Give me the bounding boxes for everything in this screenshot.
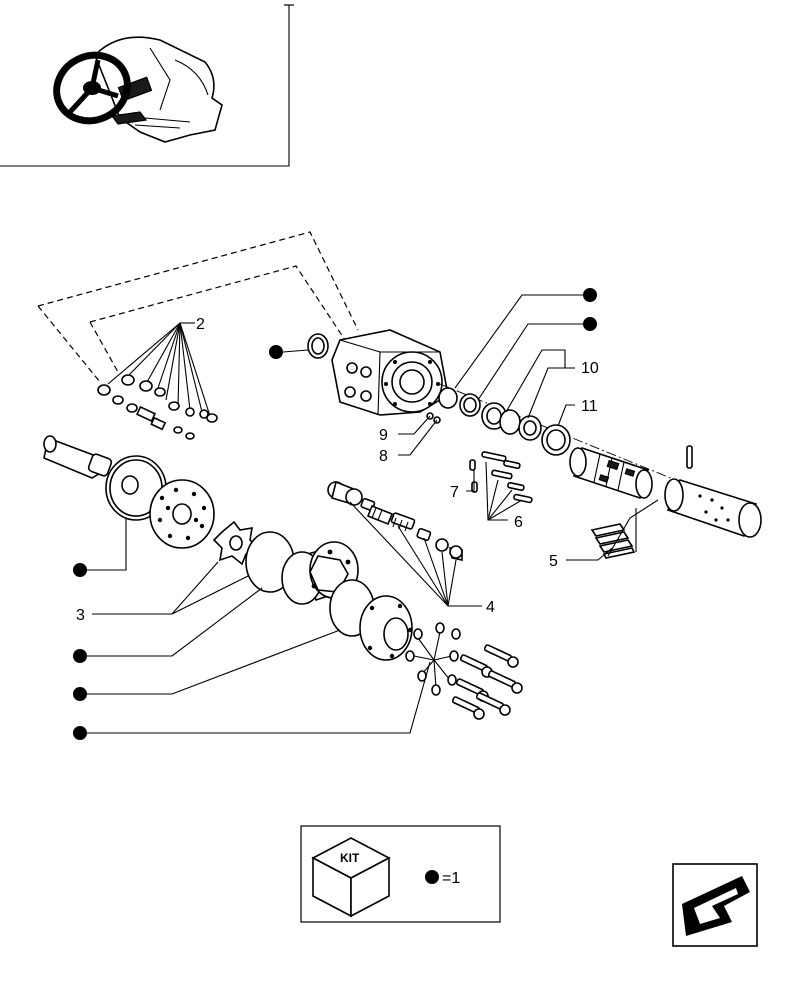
label-item-7: 7 [450,484,459,501]
dashed-leader-inner [89,265,346,341]
input-shaft[interactable] [43,435,113,479]
bullet-dot-icon [73,649,87,663]
label-item-10: 10 [581,360,599,377]
kit-legend-text: =1 [442,870,460,887]
right-seal-rings[interactable] [438,387,571,456]
label-item-6: 6 [514,514,523,531]
item-2-hardware-set[interactable] [97,322,218,440]
kit-label: KIT [340,851,360,865]
housing-seal-ring[interactable] [307,333,329,359]
item-5-leaf-springs[interactable] [590,523,636,559]
distributor-plate[interactable] [149,479,215,549]
previous-page-arrow-icon[interactable] [672,863,758,947]
bullet-dot-icon [73,563,87,577]
washer-set[interactable] [405,622,461,696]
dashed-leader-outer [37,231,359,331]
label-item-3: 3 [76,607,85,624]
spool-sleeve[interactable] [569,446,653,500]
label-item-9: 9 [379,427,388,444]
label-item-11: 11 [581,398,598,415]
bullet-dot-icon [73,687,87,701]
bullet-dot-icon [269,345,283,359]
bullet-dot-icon [425,870,439,884]
steering-wheel-icon [53,36,223,143]
bullet-dot-icon [583,288,597,302]
thumbnail-frame [0,5,290,167]
kit-legend-box: KIT =1 [300,825,501,923]
end-cover[interactable] [359,595,413,661]
location-thumbnail[interactable] [0,4,294,167]
bullet-dot-icon [583,317,597,331]
bullet-dot-icon [73,726,87,740]
label-item-8: 8 [379,448,388,465]
kit-cube-icon [311,837,391,918]
cover-bolts[interactable] [451,644,523,720]
label-item-5: 5 [549,553,558,570]
label-item-2: 2 [196,316,205,333]
steering-unit-housing[interactable] [331,329,449,416]
cross-pin[interactable] [686,445,693,469]
item-6-7-pins[interactable] [469,451,533,504]
outer-sleeve[interactable] [664,478,762,538]
item-4-valve-parts[interactable] [327,480,463,561]
label-item-4: 4 [486,599,495,616]
